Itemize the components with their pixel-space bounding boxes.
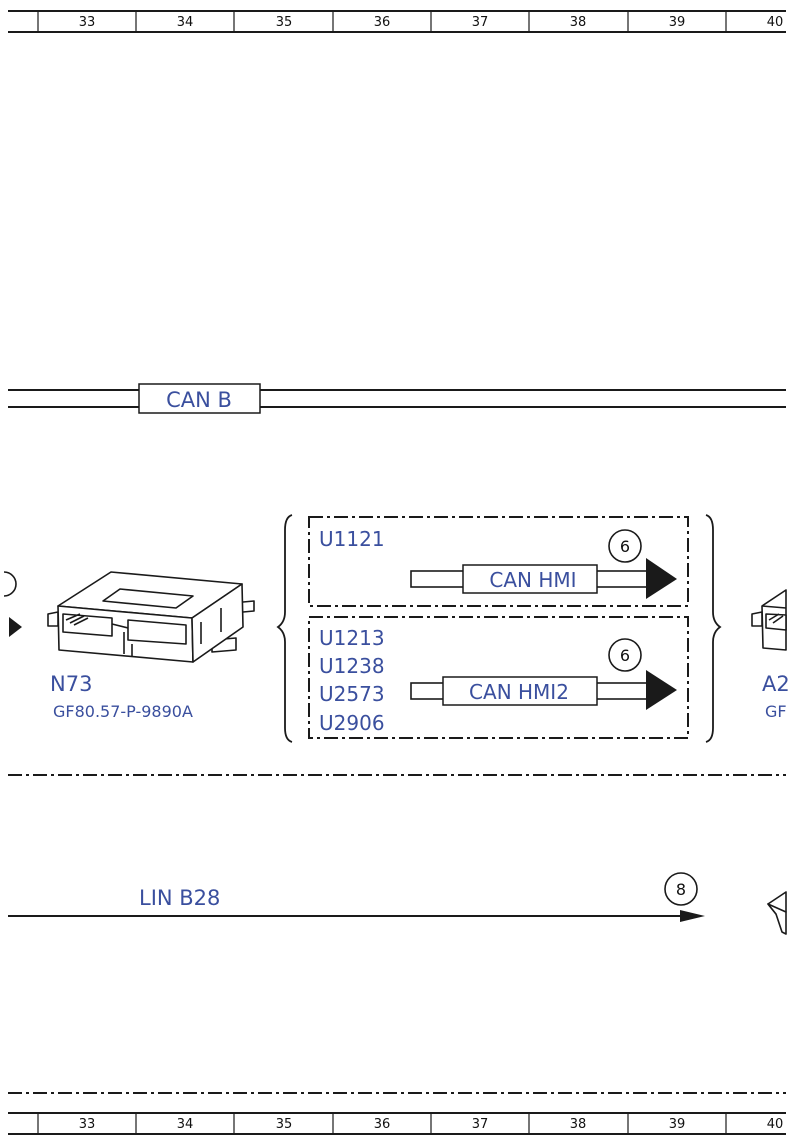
ruler-cell-38-bottom: 38 <box>570 1117 587 1132</box>
ruler-cell-33-bottom: 33 <box>79 1117 96 1132</box>
cut-right-part <box>767 891 787 935</box>
fault-code-u1121: U1121 <box>319 527 385 551</box>
ruler-cell-36: 36 <box>374 15 391 30</box>
ruler-cell-40: 40 <box>767 15 784 30</box>
top-ruler: 33 34 35 36 37 38 39 40 <box>8 10 786 33</box>
ruler-cell-35-bottom: 35 <box>276 1117 293 1132</box>
module-n73-name: N73 <box>50 672 92 696</box>
fault-group-1: U1121 CAN HMI 6 <box>308 516 689 607</box>
circle-ref-icon <box>608 529 642 563</box>
ruler-cell-34-bottom: 34 <box>177 1117 194 1132</box>
cut-module-part-number: GF <box>765 702 787 721</box>
can-hmi2-label: CAN HMI2 <box>469 680 569 704</box>
cut-left-connector <box>3 571 22 637</box>
fault-code-u1238: U1238 <box>319 654 385 678</box>
circle-ref-icon <box>664 872 698 906</box>
fault-code-u1213: U1213 <box>319 626 385 650</box>
ruler-cell-39-bottom: 39 <box>669 1117 686 1132</box>
ruler-cell-35: 35 <box>276 15 293 30</box>
can-hmi-label: CAN HMI <box>489 568 576 592</box>
module-n73-part-number: GF80.57-P-9890A <box>53 702 193 721</box>
arrow-right-icon <box>646 670 677 710</box>
ref-8: 8 <box>676 880 686 899</box>
lin-b28-label: LIN B28 <box>139 886 220 910</box>
arrow-right-icon <box>9 617 22 637</box>
arrow-right-icon <box>646 558 677 599</box>
bottom-ruler: 33 34 35 36 37 38 39 40 <box>8 1112 786 1135</box>
ruler-cell-37-bottom: 37 <box>472 1117 489 1132</box>
lin-b28-bus: LIN B28 8 <box>8 872 705 922</box>
ruler-cell-33: 33 <box>79 15 96 30</box>
fault-code-u2906: U2906 <box>319 711 385 735</box>
ruler-cell-34: 34 <box>177 15 194 30</box>
control-unit-icon <box>47 571 255 663</box>
ruler-cell-38: 38 <box>570 15 587 30</box>
circle-ref-icon <box>608 638 642 672</box>
can-b-label: CAN B <box>166 388 232 412</box>
can-b-bus: CAN B <box>8 383 786 414</box>
cut-right-module <box>751 589 787 651</box>
ruler-cell-39: 39 <box>669 15 686 30</box>
ref-6-bottom: 6 <box>620 646 630 665</box>
ref-6-top: 6 <box>620 537 630 556</box>
cut-module-name: A2 <box>762 672 790 696</box>
ruler-cell-36-bottom: 36 <box>374 1117 391 1132</box>
brace-icon <box>276 514 722 743</box>
ruler-cell-40-bottom: 40 <box>767 1117 784 1132</box>
arrow-right-icon <box>680 910 705 922</box>
ruler-cell-37: 37 <box>472 15 489 30</box>
fault-group-2: U1213 U1238 U2573 U2906 CAN HMI2 6 <box>308 616 689 739</box>
fault-code-u2573: U2573 <box>319 682 385 706</box>
